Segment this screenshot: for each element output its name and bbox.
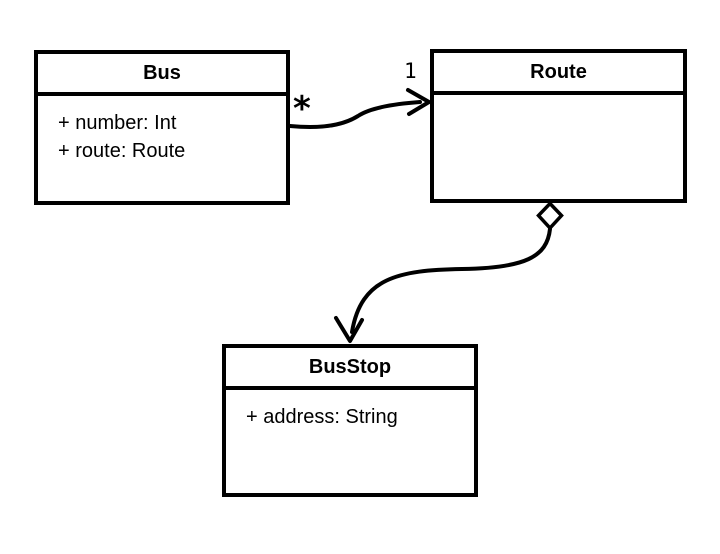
class-attribute-list: + number: Int + route: Route [38, 96, 286, 165]
class-attribute: + route: Route [58, 140, 186, 162]
class-name: Route [434, 53, 683, 95]
class-box-route: Route [430, 49, 687, 203]
association-bus-route-arrowhead-icon [406, 88, 431, 116]
class-attribute: + number: Int [58, 112, 177, 134]
class-attribute: + address: String [246, 406, 398, 428]
multiplicity-label-source: * [293, 89, 311, 129]
class-name: BusStop [226, 348, 474, 390]
class-attribute-list [434, 95, 683, 108]
aggregation-diamond-icon [536, 200, 564, 231]
class-name: Bus [38, 54, 286, 96]
aggregation-route-busstop-arrowhead-icon [334, 316, 364, 343]
multiplicity-label-target: 1 [404, 59, 417, 83]
class-box-bus: Bus + number: Int + route: Route [34, 50, 290, 205]
class-box-busstop: BusStop + address: String [222, 344, 478, 497]
class-attribute-list: + address: String [226, 390, 474, 431]
aggregation-route-busstop-line [350, 227, 552, 334]
